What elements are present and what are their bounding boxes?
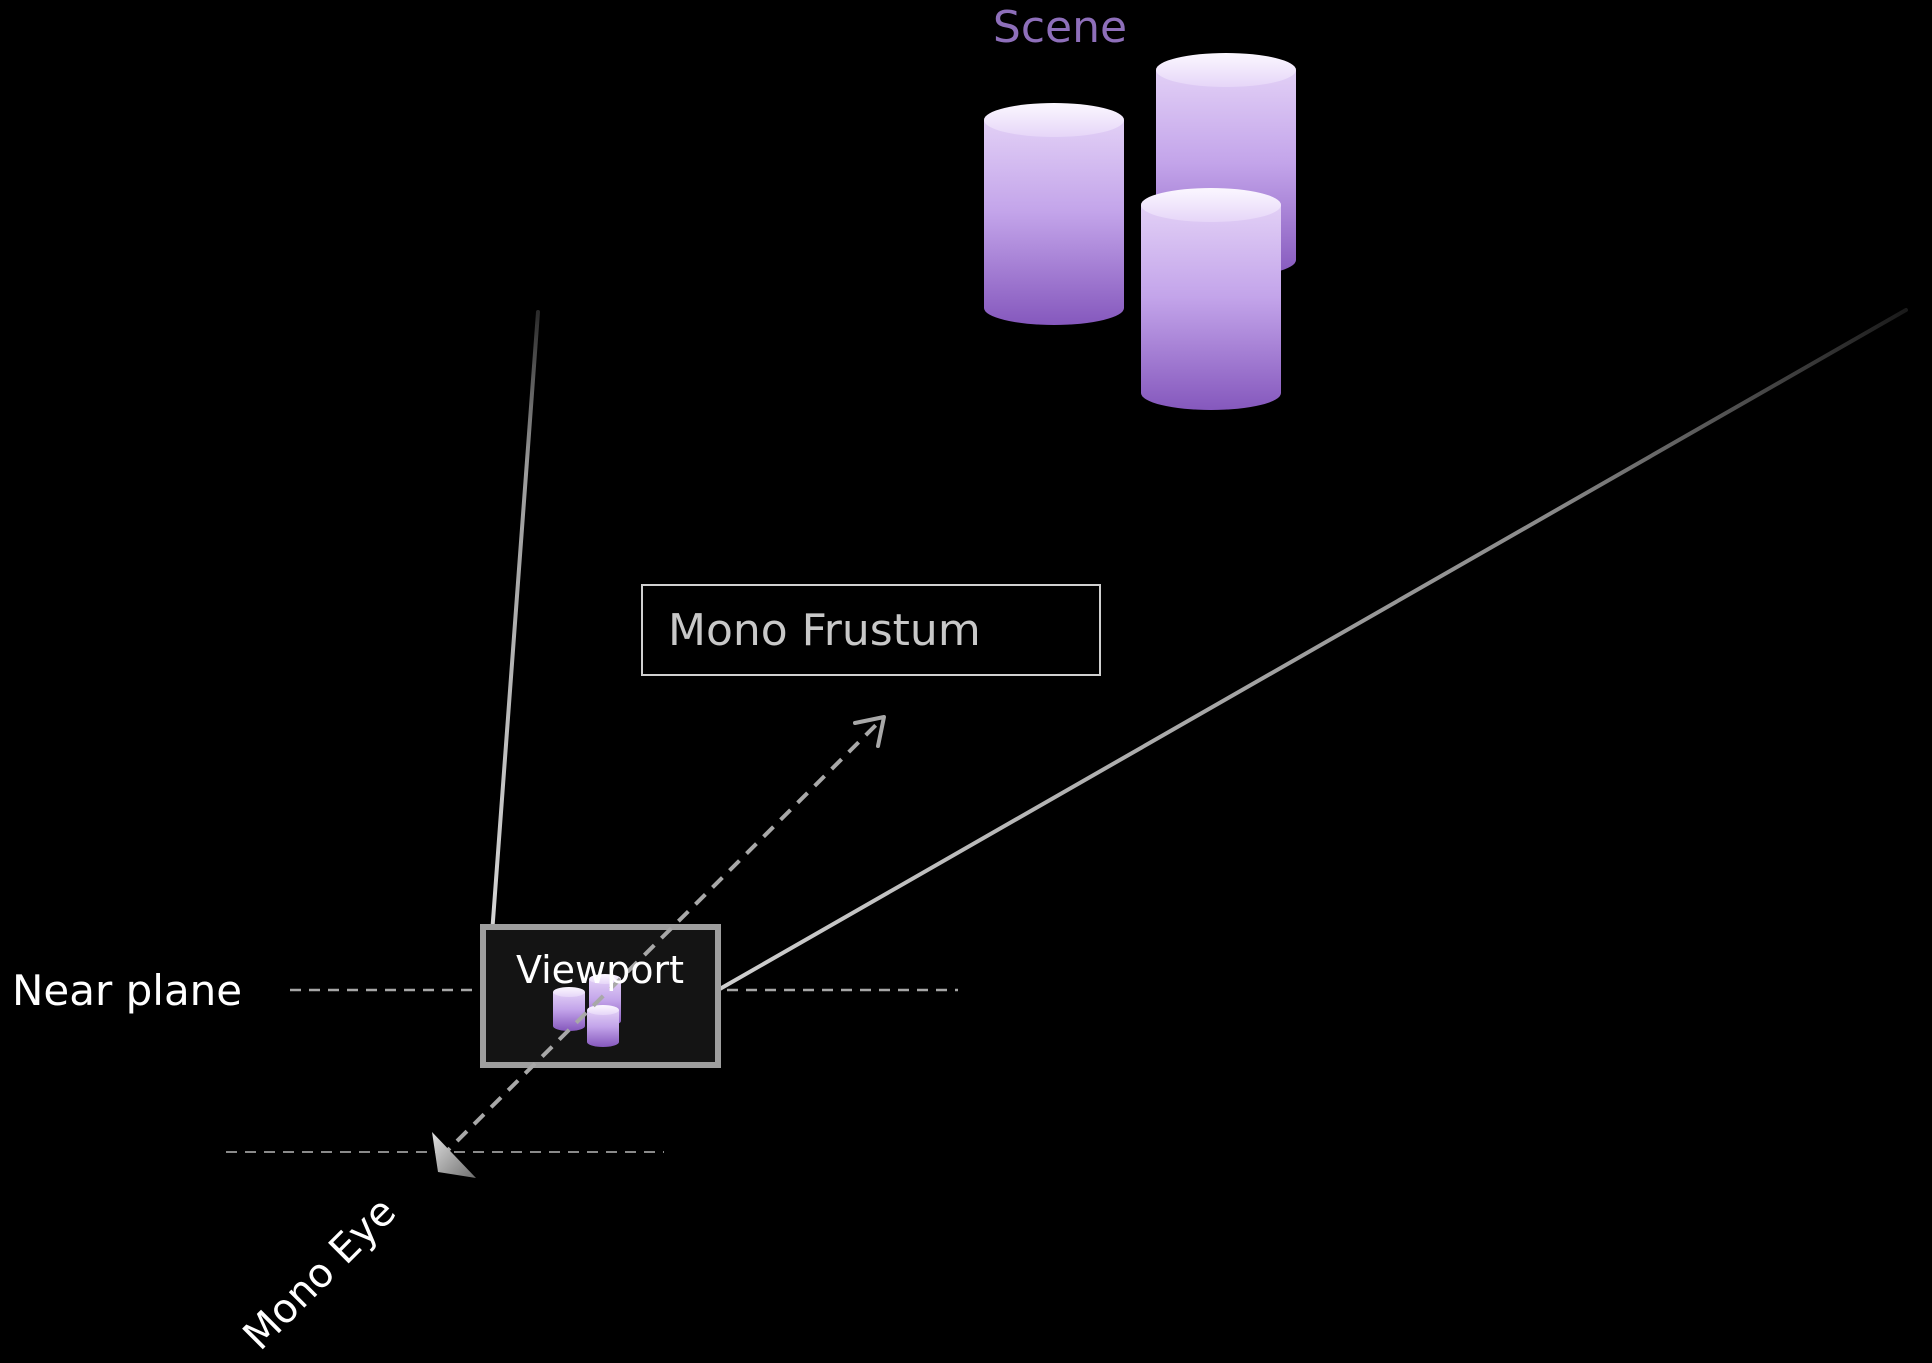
mono-eye-icon bbox=[432, 1132, 476, 1178]
viewport bbox=[480, 924, 721, 1068]
frustum-right-ray bbox=[716, 308, 1908, 992]
mono-frustum-box bbox=[641, 584, 1101, 676]
mono-frustum-label: Mono Frustum bbox=[668, 605, 981, 656]
frustum-left-ray bbox=[490, 310, 540, 936]
view-direction-arrow bbox=[438, 715, 886, 1160]
near-plane-label: Near plane bbox=[12, 966, 242, 1015]
mono-eye-label: Mono Eye bbox=[235, 1189, 405, 1359]
scene-cylinder-left bbox=[984, 103, 1124, 325]
scene-label: Scene bbox=[993, 2, 1127, 53]
scene-objects bbox=[984, 53, 1296, 410]
viewport-label: Viewport bbox=[516, 948, 684, 992]
scene-cylinder-front bbox=[1141, 188, 1281, 410]
mono-frustum-callout: Mono Frustum bbox=[641, 584, 1101, 676]
